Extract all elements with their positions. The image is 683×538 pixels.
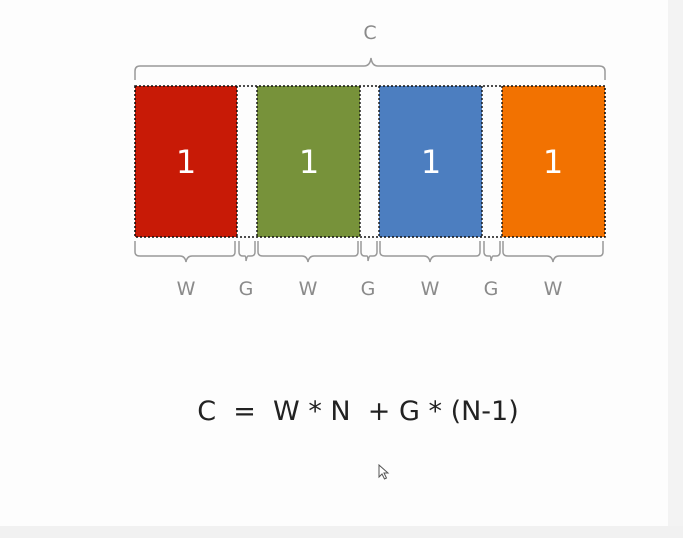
column-3-blue (379, 86, 482, 237)
gap-label-1: G (238, 278, 254, 300)
column-1-red (135, 86, 237, 237)
column-3-number: 1 (420, 143, 442, 181)
formula-text: C = W * N + G * (N-1) (197, 396, 519, 427)
container-outline (134, 85, 606, 238)
width-label-1: W (176, 278, 196, 300)
column-4-number: 1 (542, 143, 564, 181)
window-edge-bottom (0, 526, 683, 538)
bottom-braces (134, 241, 604, 263)
width-label-2: W (298, 278, 318, 300)
column-2-green (257, 86, 360, 237)
total-width-label: C (363, 22, 377, 44)
width-label-4: W (543, 278, 563, 300)
window-edge (668, 0, 683, 538)
width-label-3: W (420, 278, 440, 300)
top-brace (134, 57, 606, 80)
gap-outlines (236, 86, 503, 237)
gap-label-3: G (483, 278, 499, 300)
mouse-pointer-icon (378, 463, 390, 484)
column-4-orange (502, 86, 605, 237)
column-2-number: 1 (298, 143, 320, 181)
column-1-number: 1 (175, 143, 197, 181)
gap-label-2: G (360, 278, 376, 300)
